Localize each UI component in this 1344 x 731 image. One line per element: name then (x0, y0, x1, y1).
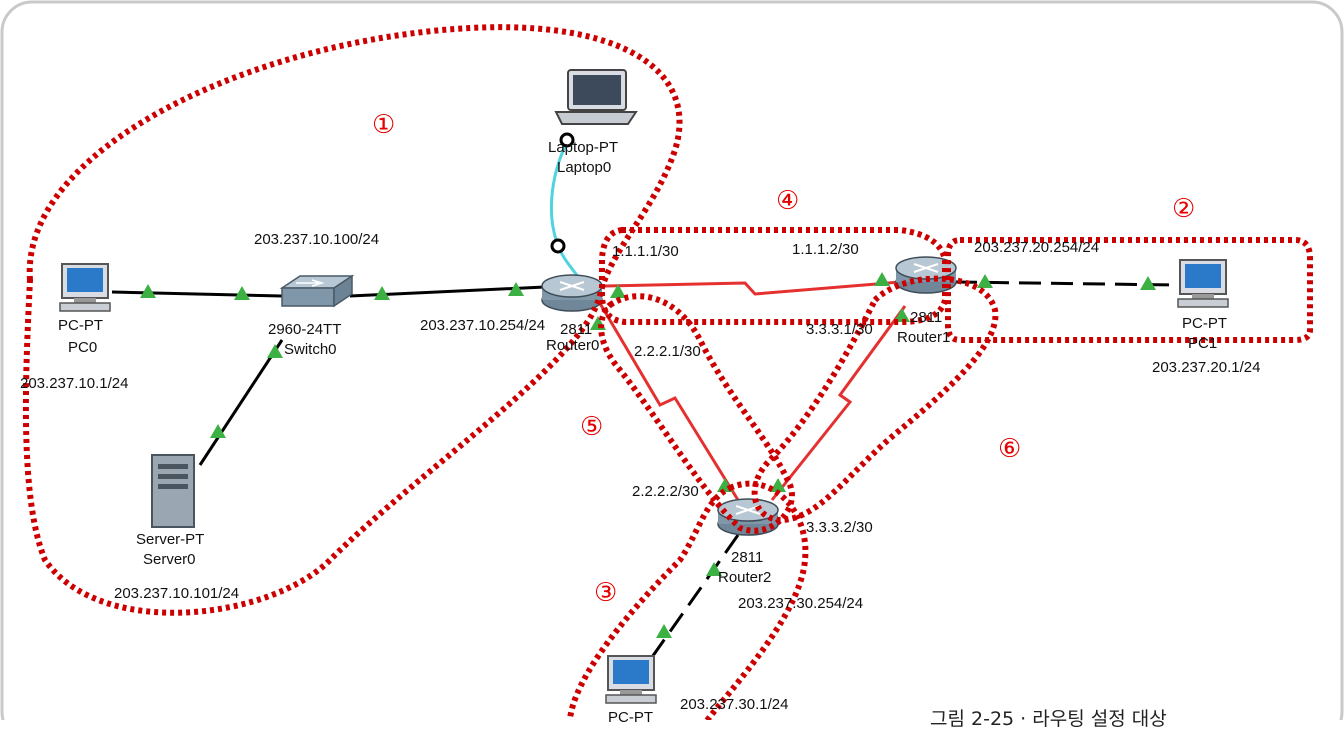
address-label: 203.237.10.254/24 (420, 317, 546, 334)
region-outline-5 (598, 293, 795, 534)
router-icon[interactable] (541, 274, 603, 312)
port-marker (656, 624, 672, 638)
port-marker (267, 344, 283, 358)
address-label: 3.3.3.2/30 (806, 519, 873, 536)
port-marker (1140, 276, 1156, 290)
link-pc0-switch0 (111, 290, 283, 298)
address-label: 203.237.20.254/24 (974, 239, 1100, 256)
pc-icon[interactable] (59, 263, 111, 312)
pc1-ip-label: 203.237.20.1/24 (1152, 359, 1261, 376)
region-outlines (22, 24, 1313, 720)
region-number-1: ① (372, 110, 396, 140)
router1-type-label: 2811 (910, 309, 943, 326)
server-icon[interactable] (151, 454, 195, 528)
serial-router0-router1 (604, 280, 901, 296)
router2-type-label: 2811 (731, 549, 764, 566)
serial-router0-router2 (596, 299, 740, 501)
switch0-name-label: Switch0 (284, 341, 337, 358)
pc-icon[interactable] (605, 655, 657, 704)
laptop0-name-label: Laptop0 (557, 159, 612, 176)
link-switch0-server0 (198, 339, 284, 466)
region-number-2: ② (1172, 194, 1196, 224)
link-router2-pc2 (648, 534, 740, 661)
server0-ip-label: 203.237.10.101/24 (114, 585, 240, 602)
switch-icon[interactable] (279, 274, 355, 308)
address-label: 1.1.1.1/30 (612, 243, 679, 260)
region-outline-6 (751, 275, 999, 524)
serial-router1-router2 (770, 305, 907, 501)
router0-type-label: 2811 (560, 321, 593, 338)
console-end-bottom (550, 238, 566, 254)
laptop-icon[interactable] (554, 69, 638, 125)
region-number-6: ⑥ (998, 434, 1022, 464)
router1-name-label: Router1 (897, 329, 951, 346)
figure-caption: 그림 2-25 · 라우팅 설정 대상 (930, 708, 1167, 730)
address-label: 3.3.3.1/30 (806, 321, 873, 338)
port-marker (234, 286, 250, 300)
address-label: 1.1.1.2/30 (792, 241, 859, 258)
region-number-3: ③ (594, 578, 618, 608)
router-icon[interactable] (895, 256, 957, 294)
router0-name-label: Router0 (546, 337, 600, 354)
server0-type-label: Server-PT (136, 531, 205, 548)
port-marker (706, 562, 722, 576)
switch0-type-label: 2960-24TT (268, 321, 342, 338)
link-router1-pc1 (954, 280, 1176, 287)
port-marker (874, 272, 890, 286)
address-label: 203.237.10.100/24 (254, 231, 380, 248)
laptop0-type-label: Laptop-PT (548, 139, 619, 156)
router2-name-label: Router2 (718, 569, 772, 586)
port-marker (508, 282, 524, 296)
port-marker (140, 284, 156, 298)
server0-name-label: Server0 (143, 551, 196, 568)
address-label: 2.2.2.1/30 (634, 343, 701, 360)
console-end-top (559, 132, 575, 148)
pc2-ip-label: 203.237.30.1/24 (680, 696, 789, 713)
region-number-5: ⑤ (580, 412, 604, 442)
pc0-ip-label: 203.237.10.1/24 (20, 375, 129, 392)
pc1-type-label: PC-PT (1182, 315, 1227, 332)
port-markers (140, 272, 1156, 638)
pc-icon[interactable] (1177, 259, 1229, 308)
port-marker (894, 308, 910, 322)
pc0-name-label: PC0 (68, 339, 98, 356)
address-label: 203.237.30.254/24 (738, 595, 864, 612)
port-marker (770, 478, 786, 492)
address-label: 2.2.2.2/30 (632, 483, 699, 500)
port-marker (374, 286, 390, 300)
port-marker (210, 424, 226, 438)
port-marker (977, 274, 993, 288)
region-number-4: ④ (776, 186, 800, 216)
pc2-type-label: PC-PT (608, 709, 653, 726)
region-outline-3 (566, 480, 809, 720)
pc1-name-label: PC1 (1188, 335, 1218, 352)
pc0-type-label: PC-PT (58, 317, 103, 334)
port-marker (610, 284, 626, 298)
